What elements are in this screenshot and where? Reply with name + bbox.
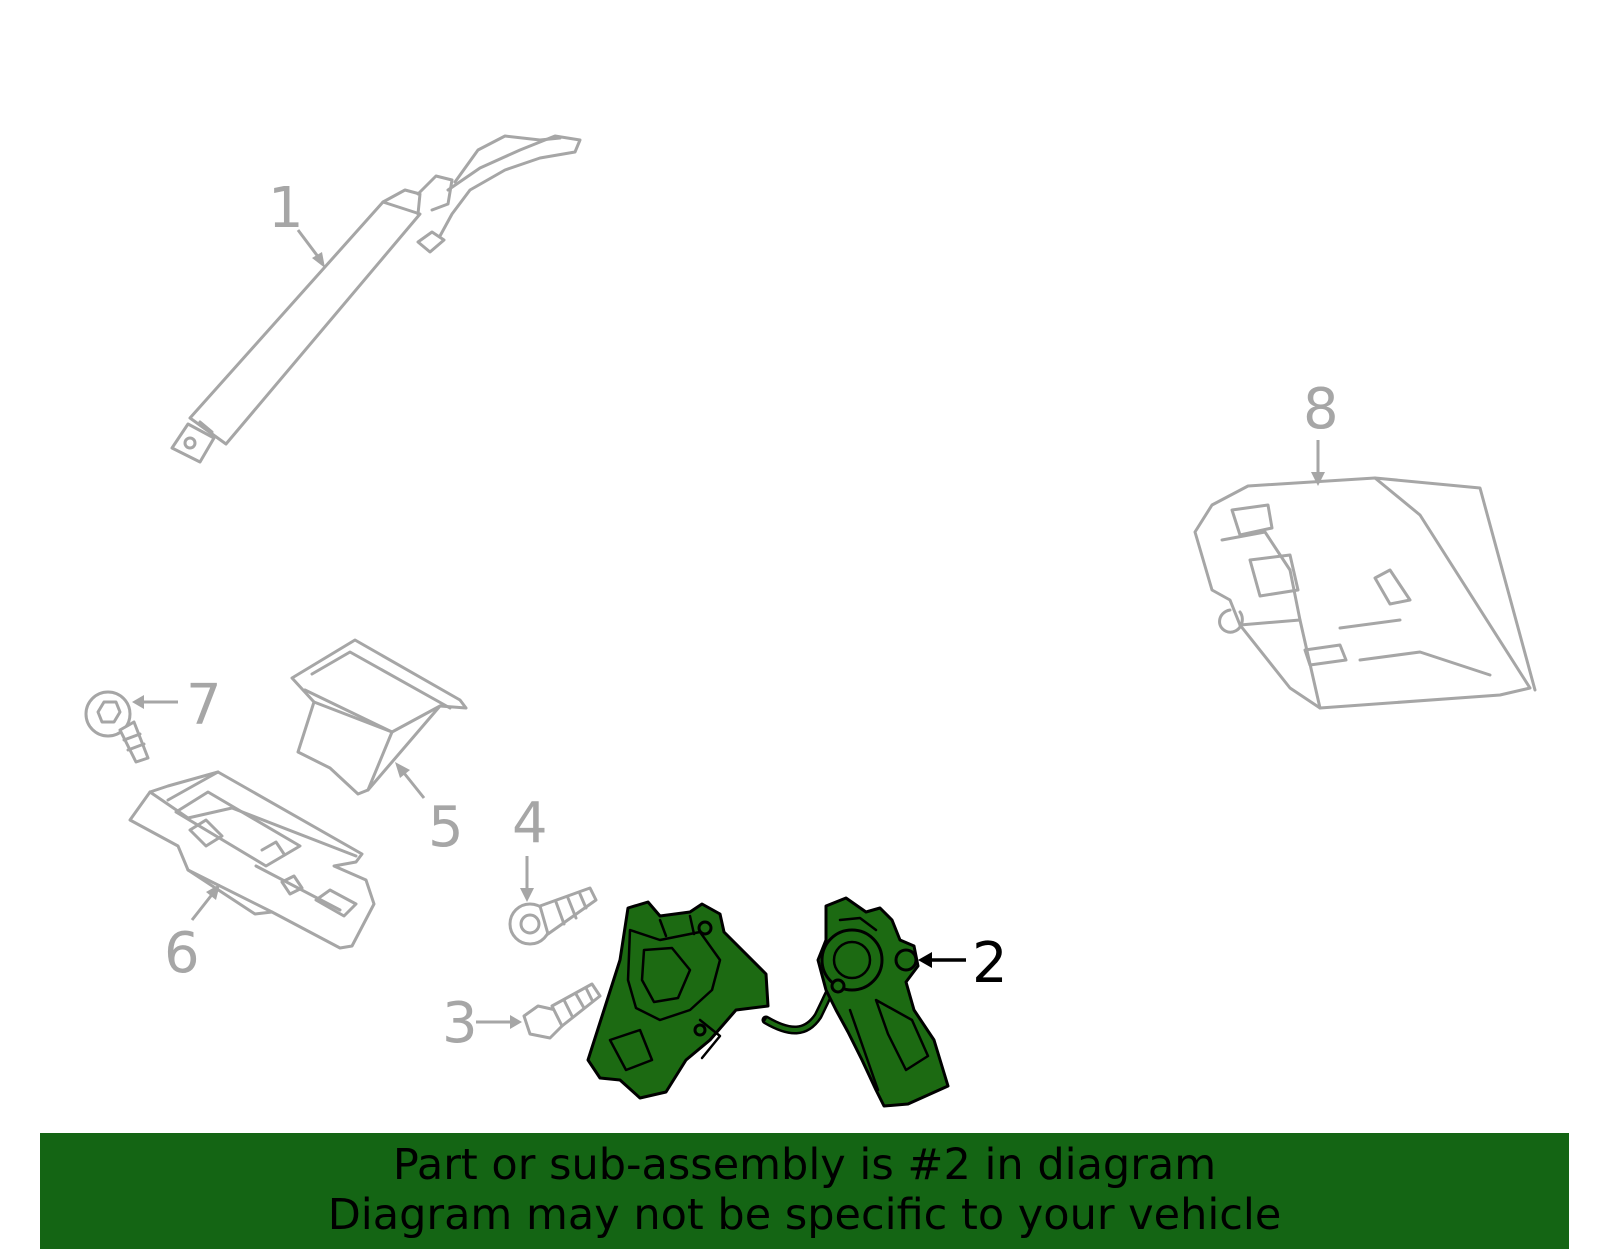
part-1-strut (170, 134, 582, 464)
callout-6: 6 (164, 884, 220, 986)
banner-line-1: Part or sub-assembly is #2 in diagram (392, 1140, 1217, 1190)
part-6-handle (128, 770, 376, 950)
callout-4-label: 4 (512, 791, 548, 856)
callout-5-label: 5 (428, 795, 464, 860)
info-banner: Part or sub-assembly is #2 in diagram Di… (40, 1133, 1569, 1249)
callout-1: 1 (268, 176, 325, 268)
callout-5: 5 (395, 762, 464, 860)
part-5-bracket (290, 638, 468, 796)
callout-6-label: 6 (164, 921, 200, 986)
callout-2-label: 2 (972, 931, 1008, 996)
callout-8: 8 (1303, 377, 1339, 486)
part-3-bolt (522, 982, 602, 1040)
callout-8-label: 8 (1303, 377, 1339, 442)
callout-2: 2 (918, 931, 1008, 996)
callout-3: 3 (442, 991, 522, 1056)
banner-line-2: Diagram may not be specific to your vehi… (327, 1190, 1282, 1240)
part-4-screw (508, 886, 598, 946)
part-8-control-module (1193, 476, 1537, 710)
callout-4: 4 (512, 791, 548, 902)
callout-7: 7 (132, 673, 222, 738)
part-7-bolt (84, 690, 150, 764)
parts-diagram: 1 8 5 7 (84, 134, 1537, 1108)
part-2-latch-assembly (586, 896, 950, 1108)
callout-1-label: 1 (268, 176, 304, 241)
callout-7-label: 7 (186, 673, 222, 738)
callout-3-label: 3 (442, 991, 478, 1056)
